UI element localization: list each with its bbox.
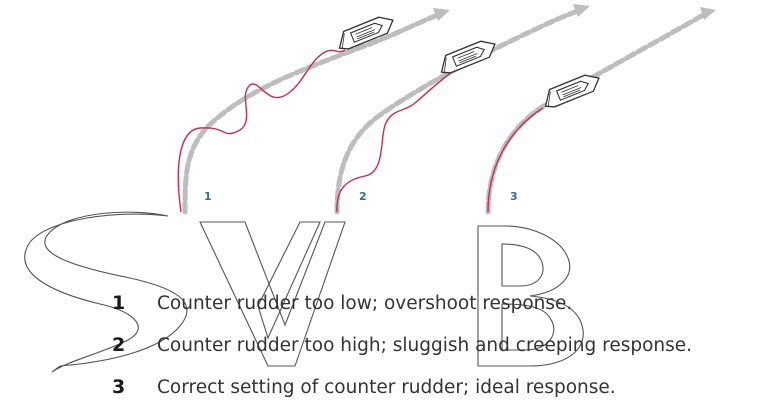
scenario-2-response-curve <box>336 69 456 213</box>
boat-icon <box>435 36 500 77</box>
scenario-2-track <box>334 4 590 215</box>
arrow-head-icon <box>700 7 716 20</box>
scenario-2-label: 2 <box>359 190 367 203</box>
arrow-head-icon <box>433 8 450 21</box>
scenario-3-label: 3 <box>510 190 518 203</box>
arrow-head-icon <box>573 4 590 17</box>
boat-icon <box>539 70 604 111</box>
scenario-1-track <box>182 8 450 215</box>
scenario-1-label: 1 <box>204 190 212 203</box>
svb-watermark <box>24 211 584 373</box>
scenario-3-response-curve <box>487 107 544 213</box>
scenario-1-response-curve <box>177 49 346 213</box>
